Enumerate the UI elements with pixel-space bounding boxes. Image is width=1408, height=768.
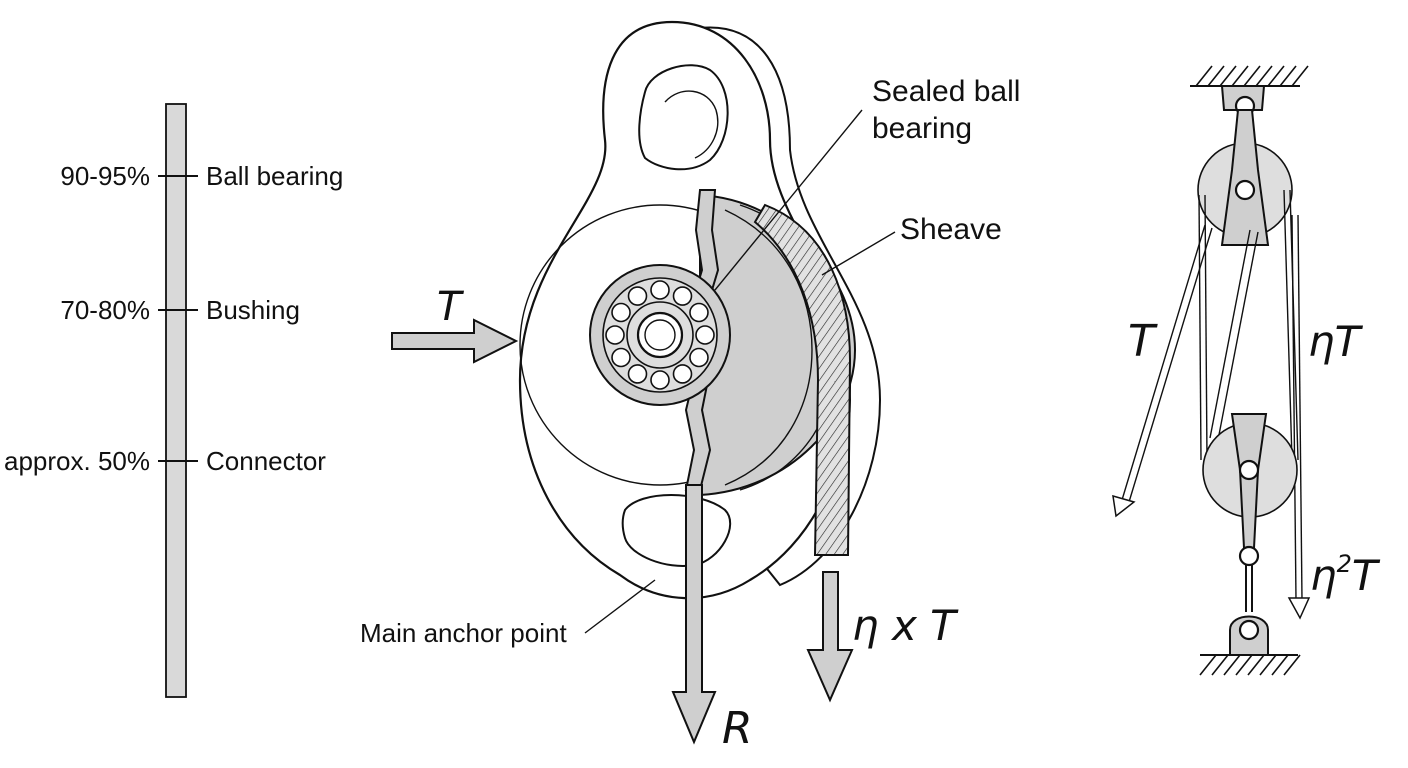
scale-value-connector: approx. 50%	[4, 446, 150, 476]
right-force-exponent: 2	[1337, 550, 1352, 578]
left-rope-line-b	[1128, 227, 1213, 503]
scale-value-bushing: 70-80%	[60, 295, 150, 325]
pulley-system: T ηT η2T	[1112, 65, 1381, 676]
right-force-base: η	[1310, 551, 1337, 600]
ball-bearing	[627, 364, 648, 384]
scale-label-ball-bearing: Ball bearing	[206, 161, 343, 191]
floor-anchor-pin	[1238, 619, 1260, 641]
hatch-line	[1243, 65, 1261, 87]
output-force-label: η x T	[852, 601, 959, 650]
ball-bearing	[611, 302, 631, 323]
reaction-force-label: R	[722, 703, 753, 754]
right-rope-line-a	[1291, 214, 1297, 601]
system-middle-force: ηT	[1308, 317, 1364, 366]
hatch-line	[1267, 65, 1285, 87]
axle-bore-inner	[644, 319, 676, 351]
ball-bearing	[689, 347, 709, 368]
ball-bearing	[672, 286, 693, 306]
pulley-illustration: Sealed ball bearing Sheave Main anchor p…	[360, 20, 1020, 754]
scale-bar	[165, 103, 187, 698]
input-force-label: T	[437, 284, 465, 330]
efficiency-scale: 90-95% Ball bearing 70-80% Bushing appro…	[4, 103, 343, 698]
hatch-line	[1271, 654, 1289, 676]
bearing-label-line2: bearing	[872, 112, 972, 145]
right-rope-arrowhead	[1287, 597, 1311, 620]
hatch-line	[1219, 65, 1237, 87]
hatch-line	[1235, 654, 1253, 676]
bearing-label-line1: Sealed ball	[872, 75, 1020, 108]
ball-bearing	[611, 347, 631, 368]
hatch-line	[1291, 65, 1309, 87]
input-force-arrow	[391, 318, 519, 364]
output-force-arrow	[806, 571, 854, 703]
left-rope-line-a	[1121, 224, 1206, 501]
ball-bearing	[695, 325, 715, 345]
hatch-line	[1195, 65, 1213, 87]
bearing-leader-line	[714, 109, 863, 291]
hatch-line	[1207, 65, 1225, 87]
hatch-line	[1259, 654, 1277, 676]
right-rope-line-b	[1297, 214, 1303, 601]
ball-bearing	[689, 302, 709, 323]
anchor-label: Main anchor point	[360, 618, 567, 648]
system-left-force: T	[1128, 316, 1158, 367]
sheave-leader-line	[821, 231, 896, 276]
floor-hatch	[1199, 654, 1301, 676]
ball-bearing	[650, 280, 670, 300]
system-ropes	[1198, 189, 1299, 461]
left-rope-arrowhead	[1112, 494, 1136, 518]
ball-bearing	[605, 325, 625, 345]
hatch-line	[1283, 654, 1301, 676]
ceiling-hatch	[1195, 65, 1309, 87]
upper-pulley-axle	[1234, 179, 1256, 201]
right-force-tail: T	[1352, 551, 1381, 600]
hatch-line	[1211, 654, 1229, 676]
hatch-line	[1223, 654, 1241, 676]
chain-link-top	[1238, 545, 1260, 567]
ball-bearing	[672, 364, 693, 384]
sheave-groove-inner	[724, 209, 813, 486]
sheave-label: Sheave	[900, 213, 1002, 246]
hatch-line	[1255, 65, 1273, 87]
anchor-leader-line	[584, 579, 656, 634]
scale-label-connector: Connector	[206, 446, 326, 476]
reaction-force-arrow	[671, 484, 717, 745]
ball-bearings	[605, 280, 715, 390]
hatch-line	[1231, 65, 1249, 87]
hatch-line	[1247, 654, 1265, 676]
system-right-force: η2T	[1310, 550, 1381, 600]
ball-bearing	[650, 370, 670, 390]
ball-bearing	[627, 286, 648, 306]
upper-pulley-strap	[1220, 109, 1270, 246]
top-attachment-hole	[638, 64, 729, 171]
scale-label-bushing: Bushing	[206, 295, 300, 325]
lower-pulley-axle	[1238, 459, 1260, 481]
scale-value-ball-bearing: 90-95%	[60, 161, 150, 191]
hatch-line	[1199, 654, 1217, 676]
top-hole-rim	[664, 90, 719, 159]
rope	[753, 203, 852, 556]
hatch-line	[1279, 65, 1297, 87]
